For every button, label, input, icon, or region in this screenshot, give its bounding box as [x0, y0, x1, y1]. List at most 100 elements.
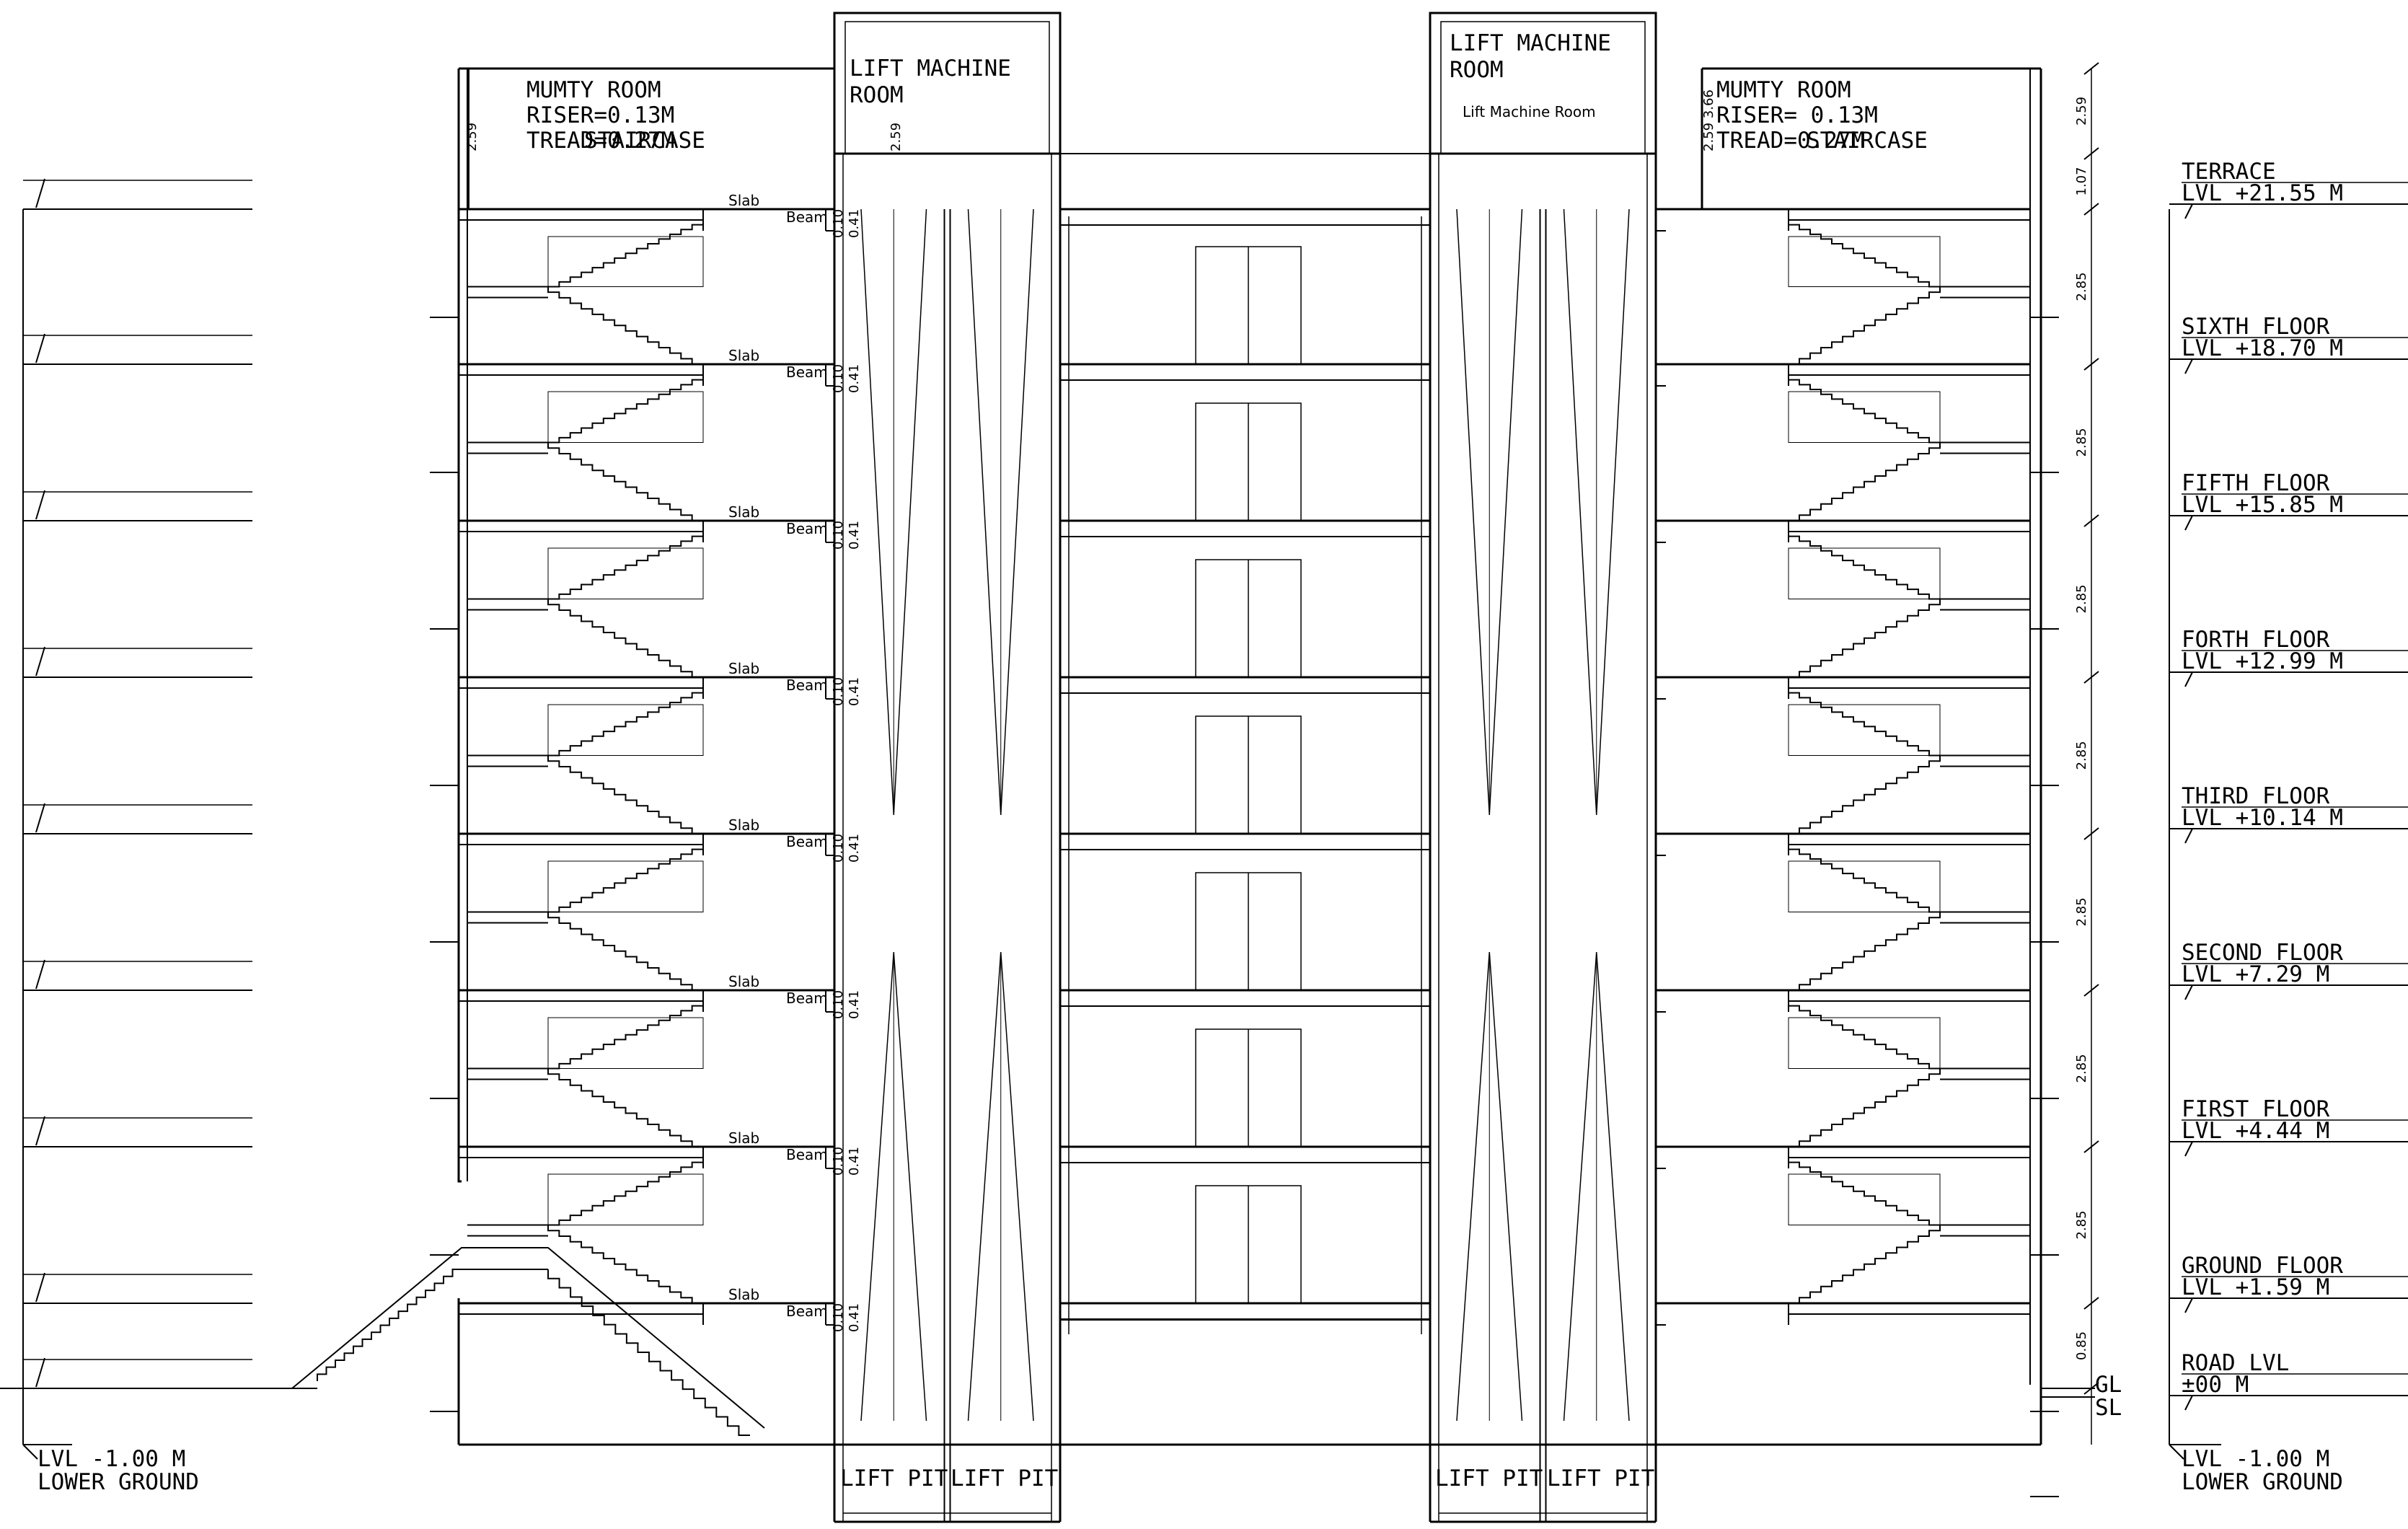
- slab-depth-label: 0.10: [831, 677, 846, 706]
- level-name: FIRST FLOOR: [2182, 1096, 2330, 1122]
- dimension-value: 1.07: [2074, 167, 2089, 195]
- beam-depth-label: 0.41: [847, 1147, 862, 1176]
- left-level-marker: [35, 333, 45, 363]
- lift-machine-right-note: Lift Machine Room: [1463, 103, 1596, 120]
- left-level-marker: [35, 1357, 45, 1388]
- dimension-tick: [2083, 827, 2099, 840]
- level-value: LVL +21.55 M: [2182, 180, 2343, 206]
- slab-depth-label: 0.10: [831, 209, 846, 238]
- right-stair-flight-down: [1789, 1225, 1941, 1304]
- beam-label: Beam: [786, 990, 828, 1007]
- lift-machine-left-line2: ROOM: [850, 82, 904, 108]
- dimension-value: 2.85: [2074, 272, 2089, 301]
- beam-depth-label: 0.41: [847, 677, 862, 706]
- dimension-value: 2.85: [2074, 1210, 2089, 1239]
- left-stair-flight-down: [547, 286, 703, 365]
- mumty-dimension-left: 2.59: [464, 123, 480, 151]
- slab-label: Slab: [728, 1129, 759, 1147]
- lift-machine-right-line2: ROOM: [1450, 57, 1504, 83]
- left-approach-stair-outline: [291, 1247, 765, 1429]
- right-stair-flight-up: [1788, 1001, 1940, 1070]
- right-level-marker: [2184, 1141, 2193, 1157]
- right-stair-flight-up: [1788, 532, 1940, 600]
- mumty-left-line2: RISER=0.13M: [526, 102, 674, 128]
- left-level-marker: [35, 490, 45, 520]
- lift-machine-room-left-inner: [844, 21, 1050, 154]
- dimension-tick: [2083, 1297, 2099, 1310]
- slab-depth-label: 0.10: [831, 990, 846, 1019]
- level-value: ±00 M: [2182, 1372, 2249, 1398]
- sl-label: SL: [2095, 1395, 2122, 1421]
- left-stair-guide: [547, 236, 704, 287]
- level-name: GROUND FLOOR: [2182, 1253, 2343, 1279]
- left-level-marker: [35, 803, 45, 833]
- level-value: LVL +7.29 M: [2182, 961, 2329, 987]
- lift-pit-4: LIFT PIT: [1547, 1466, 1654, 1491]
- left-stair-flight-up: [548, 1158, 704, 1226]
- lift-pit-3: LIFT PIT: [1435, 1466, 1543, 1491]
- dimension-value: 2.85: [2074, 584, 2089, 613]
- mumty-right-line2: RISER= 0.13M: [1716, 102, 1878, 128]
- right-stair-guide: [1788, 1173, 1941, 1225]
- mumty-right-line3: TREAD=0.27M: [1716, 128, 1864, 154]
- left-level-marker: [35, 1116, 45, 1146]
- staircase-left-label: STAIRCASE: [584, 128, 705, 154]
- left-lower-ground-arrow: [22, 1444, 38, 1460]
- dimension-tick: [2083, 62, 2099, 75]
- right-stair-flight-down: [1789, 912, 1941, 991]
- level-name: SECOND FLOOR: [2182, 940, 2343, 966]
- left-stair-guide: [547, 391, 704, 443]
- left-stair-flight-up: [548, 220, 704, 288]
- lower-ground-left-level: LVL -1.00 M: [38, 1446, 185, 1472]
- left-stair-flight-down: [547, 1225, 703, 1304]
- left-stair-flight-down: [547, 912, 703, 991]
- right-level-marker: [2184, 984, 2193, 1000]
- lift-machine-dimension: 2.59: [888, 123, 904, 151]
- left-stair-flight-down: [547, 442, 703, 521]
- beam-label: Beam: [786, 833, 828, 850]
- dimension-value: 2.85: [2074, 428, 2089, 457]
- dimension-value: 2.85: [2074, 1054, 2089, 1083]
- slab-label: Slab: [728, 192, 759, 209]
- dimension-tick: [2083, 358, 2099, 371]
- level-value: LVL +10.14 M: [2182, 805, 2343, 831]
- beam-depth-label: 0.41: [847, 364, 862, 393]
- left-stair-guide: [547, 547, 704, 599]
- dimension-value: 2.85: [2074, 741, 2089, 770]
- gl-label: GL: [2095, 1372, 2122, 1398]
- slab-label: Slab: [728, 816, 759, 834]
- slab-depth-label: 0.10: [831, 521, 846, 550]
- left-stair-flight-up: [548, 845, 704, 913]
- level-name: TERRACE: [2182, 159, 2276, 185]
- right-level-marker: [2184, 1395, 2193, 1411]
- section-labels: MUMTY ROOM RISER=0.13M TREAD=0.27M STAIR…: [38, 30, 2343, 1495]
- beam-label: Beam: [786, 363, 828, 381]
- left-stair-guide: [547, 1017, 704, 1069]
- left-level-marker: [35, 959, 45, 990]
- right-level-marker: [2184, 515, 2193, 531]
- right-stair-guide: [1788, 547, 1941, 599]
- beam-depth-label: 0.41: [847, 209, 862, 238]
- level-value: LVL +1.59 M: [2182, 1274, 2329, 1300]
- dimension-tick: [2083, 671, 2099, 684]
- dimension-value: 2.85: [2074, 897, 2089, 926]
- level-name: ROAD LVL: [2182, 1350, 2289, 1376]
- right-level-marker: [2184, 203, 2193, 219]
- right-level-marker: [2184, 1297, 2193, 1313]
- right-stair-flight-up: [1788, 845, 1940, 913]
- right-stair-guide: [1788, 704, 1941, 756]
- lift-machine-right-line1: LIFT MACHINE: [1450, 30, 1611, 56]
- beam-depth-label: 0.41: [847, 1303, 862, 1332]
- slab-depth-label: 0.10: [831, 1303, 846, 1332]
- level-name: FIFTH FLOOR: [2182, 470, 2330, 496]
- slab-depth-label: 0.10: [831, 364, 846, 393]
- beam-label: Beam: [786, 520, 828, 537]
- dimension-tick: [2083, 203, 2099, 216]
- right-stair-flight-down: [1789, 1068, 1941, 1147]
- left-stair-flight-up: [548, 375, 704, 444]
- left-stair-guide: [547, 704, 704, 756]
- lift-pit-2: LIFT PIT: [951, 1466, 1058, 1491]
- lower-ground-right-level: LVL -1.00 M: [2182, 1446, 2329, 1472]
- level-value: LVL +4.44 M: [2182, 1118, 2329, 1144]
- dimension-value: 0.85: [2074, 1331, 2089, 1360]
